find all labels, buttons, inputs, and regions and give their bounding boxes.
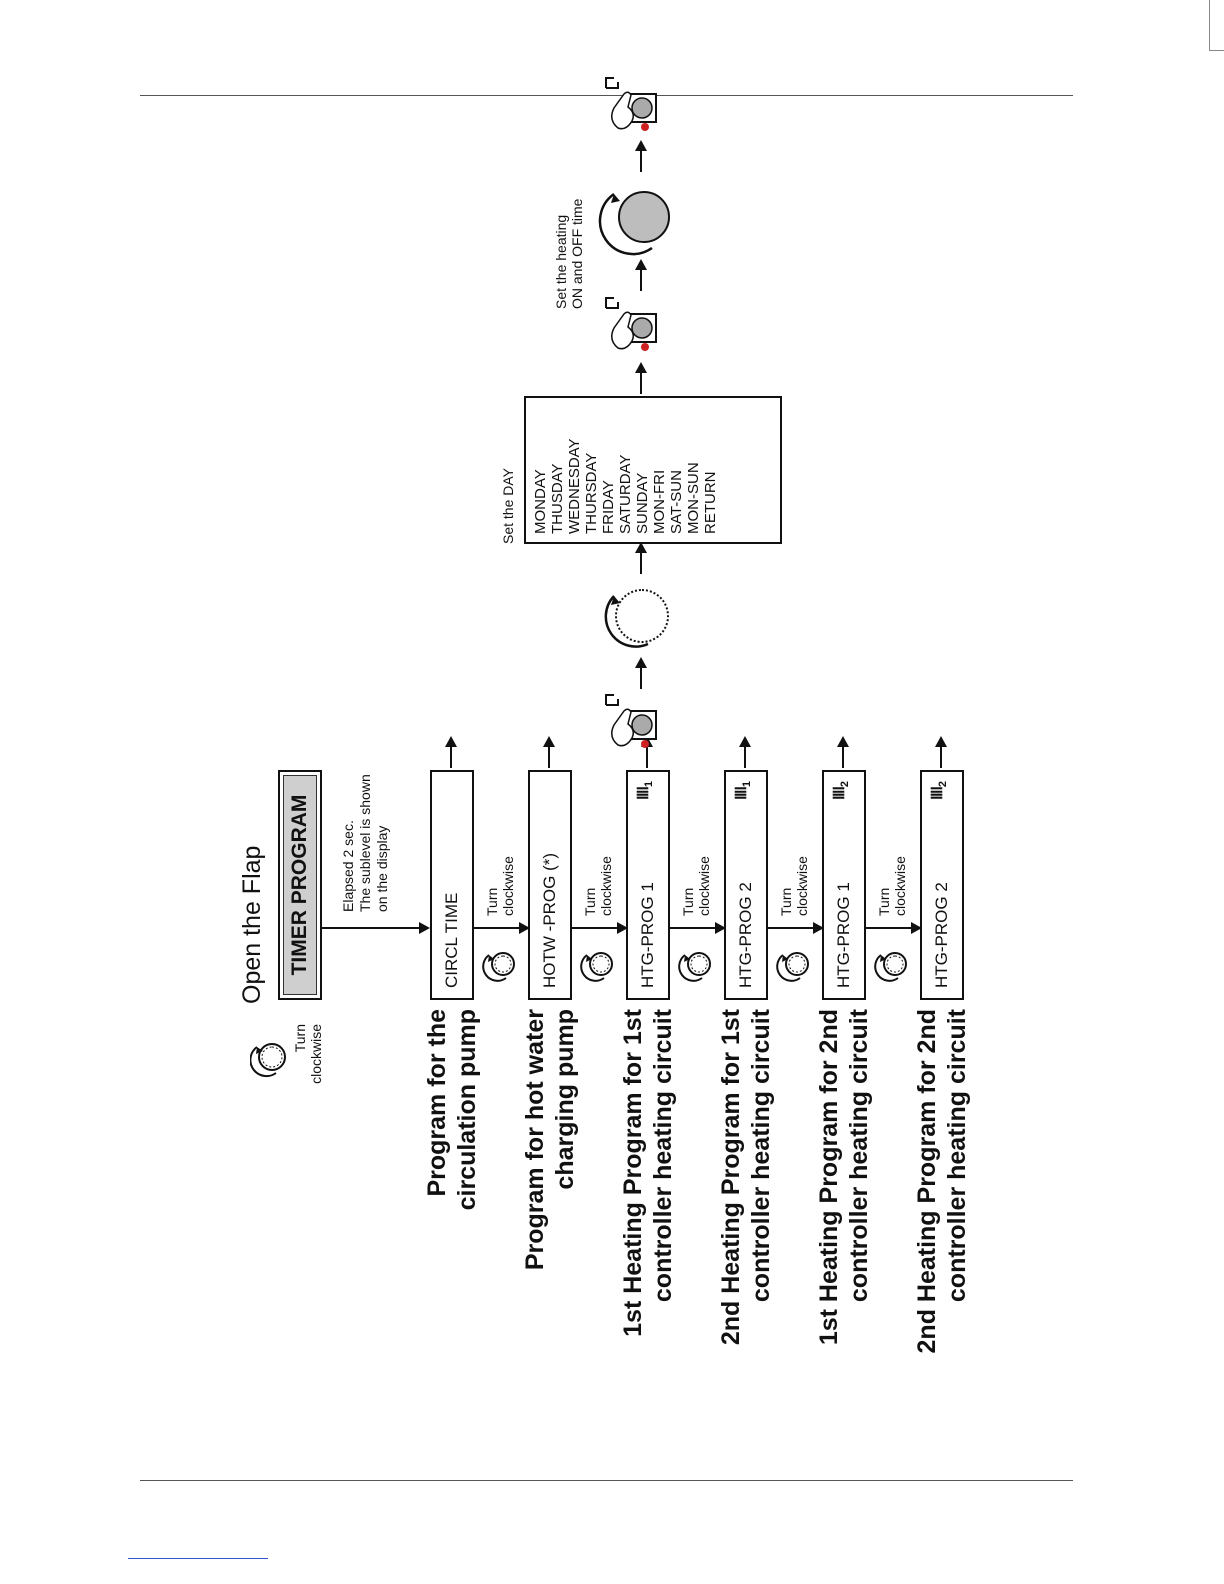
turn-clockwise-knob-icon xyxy=(678,952,711,982)
radiator-icon: ⅢⅠ1 xyxy=(733,782,753,800)
program-display-text: HOTW -PROG (*) xyxy=(540,852,559,988)
timer-down-arrow xyxy=(322,927,428,929)
arrow-to-button-2 xyxy=(640,364,642,394)
big-rotary-knob-icon xyxy=(598,191,670,256)
page-corner-mark xyxy=(1209,0,1224,51)
program-display-box-6: HTG-PROG 2 ⅢⅠ2 xyxy=(920,770,964,1000)
program-display-text: HTG-PROG 2 xyxy=(932,882,951,988)
timer-program-label: TIMER PROGRAM xyxy=(283,775,317,995)
program-display-box-2: HOTW -PROG (*) xyxy=(528,770,572,1000)
turn-clockwise-label: Turn clockwise xyxy=(680,856,712,916)
turn-clockwise-label: Turn clockwise xyxy=(876,856,908,916)
day-option: MON-FRI xyxy=(651,469,668,534)
row-connector-arrow-5 xyxy=(866,927,920,929)
radiator-icon: ⅢⅠ2 xyxy=(831,782,851,800)
day-option: MON-SUN xyxy=(685,462,702,534)
turn-clockwise-knob-icon xyxy=(580,952,613,982)
timer-program-box: TIMER PROGRAM xyxy=(278,770,322,1000)
day-option: SATURDAY xyxy=(617,454,634,534)
turn-clockwise-label: Turn clockwise xyxy=(484,856,516,916)
turn-clockwise-knob-icon xyxy=(482,952,515,982)
arrow-to-big-knob xyxy=(640,261,642,291)
arrow-to-knob xyxy=(640,659,642,689)
turn-clockwise-knob-icon xyxy=(776,952,809,982)
program-out-arrow-6 xyxy=(940,738,942,768)
program-out-arrow-2 xyxy=(548,738,550,768)
day-option: FRIDAY xyxy=(600,480,617,534)
program-display-text: HTG-PROG 1 xyxy=(638,882,657,988)
press-button-icon-3 xyxy=(605,77,657,131)
program-display-text: HTG-PROG 1 xyxy=(834,882,853,988)
day-option: WEDNESDAY xyxy=(566,438,583,534)
radiator-icon: ⅢⅠ2 xyxy=(929,782,949,800)
program-display-text: HTG-PROG 2 xyxy=(736,882,755,988)
open-flap-title: Open the Flap xyxy=(238,845,266,1004)
program-display-box-4: HTG-PROG 2 ⅢⅠ1 xyxy=(724,770,768,1000)
turn-clockwise-knob-icon xyxy=(250,1043,286,1078)
elapsed-note: Elapsed 2 sec. The sublevel is shown on … xyxy=(340,774,390,912)
row-connector-arrow-1 xyxy=(474,927,528,929)
turn-clockwise-top-label: Turn clockwise xyxy=(292,1024,324,1084)
rotary-knob-icon xyxy=(604,589,669,648)
program-out-arrow-5 xyxy=(842,738,844,768)
program-display-box-1: CIRCL TIME xyxy=(430,770,474,1000)
radiator-icon: ⅢⅠ1 xyxy=(635,782,655,800)
row-connector-arrow-4 xyxy=(768,927,822,929)
footer-link-underline xyxy=(128,1558,268,1559)
footer-rule xyxy=(140,1480,1073,1481)
program-out-arrow-1 xyxy=(450,738,452,768)
row-connector-arrow-3 xyxy=(670,927,724,929)
program-display-box-5: HTG-PROG 1 ⅢⅠ2 xyxy=(822,770,866,1000)
program-display-box-3: HTG-PROG 1 ⅢⅠ1 xyxy=(626,770,670,1000)
arrow-to-day-box xyxy=(640,544,642,574)
press-button-icon-2 xyxy=(605,297,657,351)
program-display-text: CIRCL TIME xyxy=(442,892,461,988)
day-option: THURSDAY xyxy=(583,452,600,534)
turn-clockwise-label: Turn clockwise xyxy=(582,856,614,916)
header-rule xyxy=(140,95,1073,96)
press-button-icon xyxy=(605,694,657,748)
day-option: THUSDAY xyxy=(549,463,566,534)
set-day-title: Set the DAY xyxy=(500,467,516,544)
turn-clockwise-label: Turn clockwise xyxy=(778,856,810,916)
day-option: SUNDAY xyxy=(634,472,651,534)
row-connector-arrow-2 xyxy=(572,927,626,929)
day-option: RETURN xyxy=(702,471,719,535)
arrow-to-button-3 xyxy=(640,142,642,172)
day-option: SAT-SUN xyxy=(668,470,685,534)
turn-clockwise-knob-icon xyxy=(874,952,907,982)
day-option: MONDAY xyxy=(532,469,549,534)
program-out-arrow-4 xyxy=(744,738,746,768)
set-heating-note: Set the heating ON and OFF time xyxy=(553,198,585,309)
